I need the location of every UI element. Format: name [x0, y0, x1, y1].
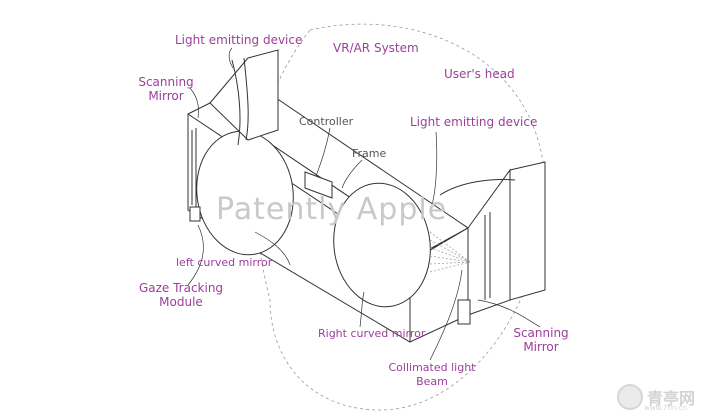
left-curved-mirror-shape: [196, 130, 294, 256]
controller-shape: [304, 171, 333, 199]
logo-url: www.7tin.cn: [644, 404, 687, 412]
label-frame: Frame: [352, 147, 387, 160]
label-scanning-mirror-right: Scanning Mirror: [513, 326, 569, 354]
label-scanning-mirror-left: Scanning Mirror: [138, 75, 194, 103]
label-collimated-light: Collimated light Beam: [388, 361, 476, 388]
label-users-head: User's head: [444, 67, 515, 81]
label-vr-ar-system: VR/AR System: [333, 41, 419, 55]
logo-text: 青亭网: [646, 389, 695, 408]
label-gaze-tracking: Gaze Tracking Module: [138, 281, 224, 309]
site-logo: 青亭网: [616, 384, 695, 410]
left-temple: [191, 49, 279, 208]
right-temple: [439, 161, 546, 325]
watermark: Patently Apple: [216, 192, 448, 227]
label-controller: Controller: [299, 115, 354, 128]
right-curved-mirror-shape: [333, 182, 431, 308]
collimated-beam: [429, 231, 471, 273]
label-light-emitting-left: Light emitting device: [175, 33, 303, 47]
gaze-tracking-shape: [189, 206, 201, 222]
label-light-emitting-right: Light emitting device: [410, 115, 538, 129]
label-right-curved-mirror: Right curved mirror: [318, 327, 426, 340]
label-left-curved-mirror: left curved mirror: [176, 256, 273, 269]
logo-icon: [616, 384, 643, 410]
leader-lines: [187, 47, 541, 361]
